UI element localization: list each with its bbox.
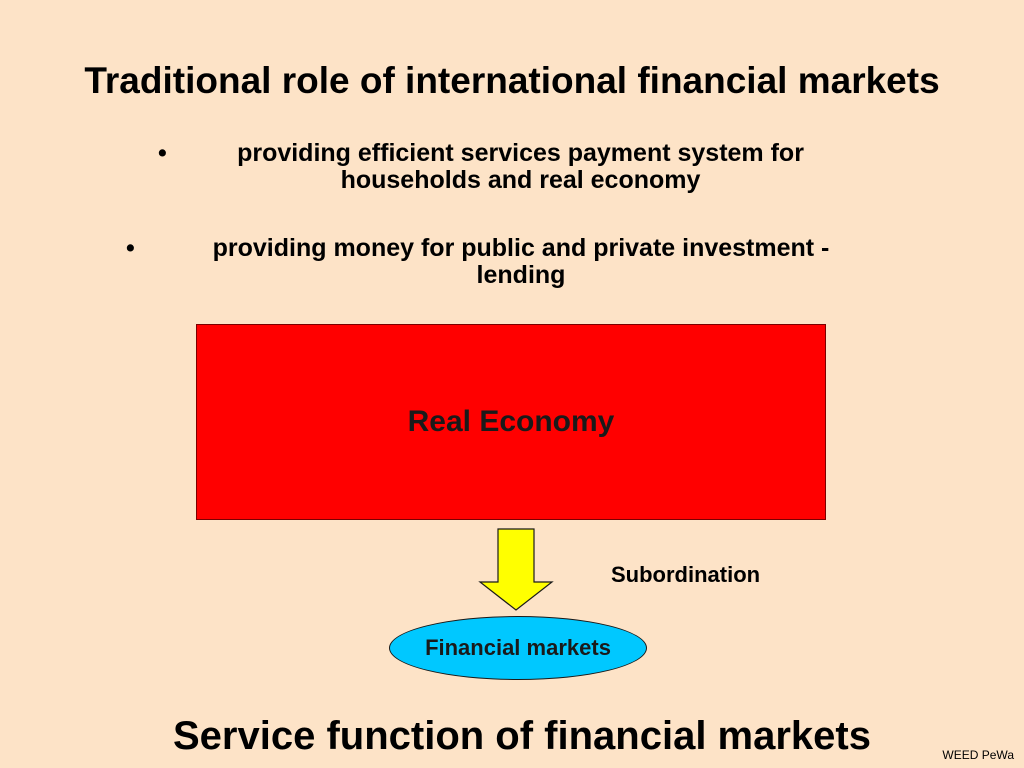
bottom-title: Service function of financial markets [173, 714, 871, 758]
financial-markets-ellipse: Financial markets [389, 616, 647, 680]
bullet-text: providing efficient services payment sys… [237, 139, 804, 194]
slide-title: Traditional role of international financ… [84, 60, 940, 101]
down-arrow-icon [478, 528, 554, 611]
footer-credit: WEED PeWa [942, 748, 1014, 762]
bullet-marker: • [126, 234, 135, 262]
subordination-label: Subordination [611, 562, 761, 587]
financial-markets-label: Financial markets [425, 635, 611, 660]
bullet-item-services: • providing efficient services payment s… [158, 140, 858, 194]
bullet-marker: • [158, 139, 167, 167]
real-economy-box: Real Economy [196, 324, 826, 520]
real-economy-label: Real Economy [407, 405, 615, 438]
bullet-item-lending: • providing money for public and private… [126, 235, 886, 289]
bullet-text: providing money for public and private i… [212, 234, 830, 289]
